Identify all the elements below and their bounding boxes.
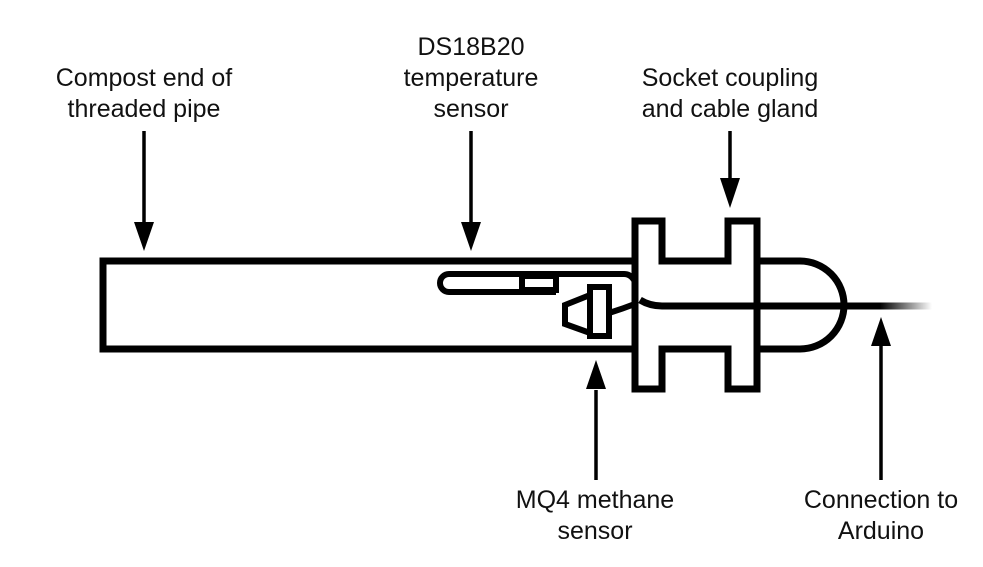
label-line: Compost end of (55, 64, 233, 92)
label-line: DS18B20 (417, 33, 525, 61)
label-line: Arduino (837, 517, 925, 545)
arrow-compost-end (134, 131, 154, 251)
arrow-temp-sensor (461, 131, 481, 251)
mq4-sensor (562, 284, 642, 339)
label-methane-sensor: MQ4 methane sensor (516, 485, 674, 547)
label-line: MQ4 methane (515, 486, 675, 514)
cable (638, 296, 932, 310)
label-line: Connection to (803, 486, 959, 514)
arrow-arduino-connection (871, 317, 891, 480)
label-line: sensor (557, 517, 633, 545)
label-socket-coupling: Socket coupling and cable gland (642, 63, 819, 125)
label-line: threaded pipe (67, 95, 221, 123)
label-temp-sensor: DS18B20 temperature sensor (404, 32, 539, 125)
arrow-methane-sensor (586, 360, 606, 480)
arrow-socket-coupling (720, 131, 740, 208)
label-compost-end: Compost end of threaded pipe (56, 63, 233, 125)
label-line: sensor (433, 95, 509, 123)
label-line: and cable gland (641, 95, 819, 123)
label-arduino-connection: Connection to Arduino (804, 485, 958, 547)
label-line: Socket coupling (641, 64, 819, 92)
label-line: temperature (403, 64, 539, 92)
threaded-pipe (99, 257, 636, 353)
